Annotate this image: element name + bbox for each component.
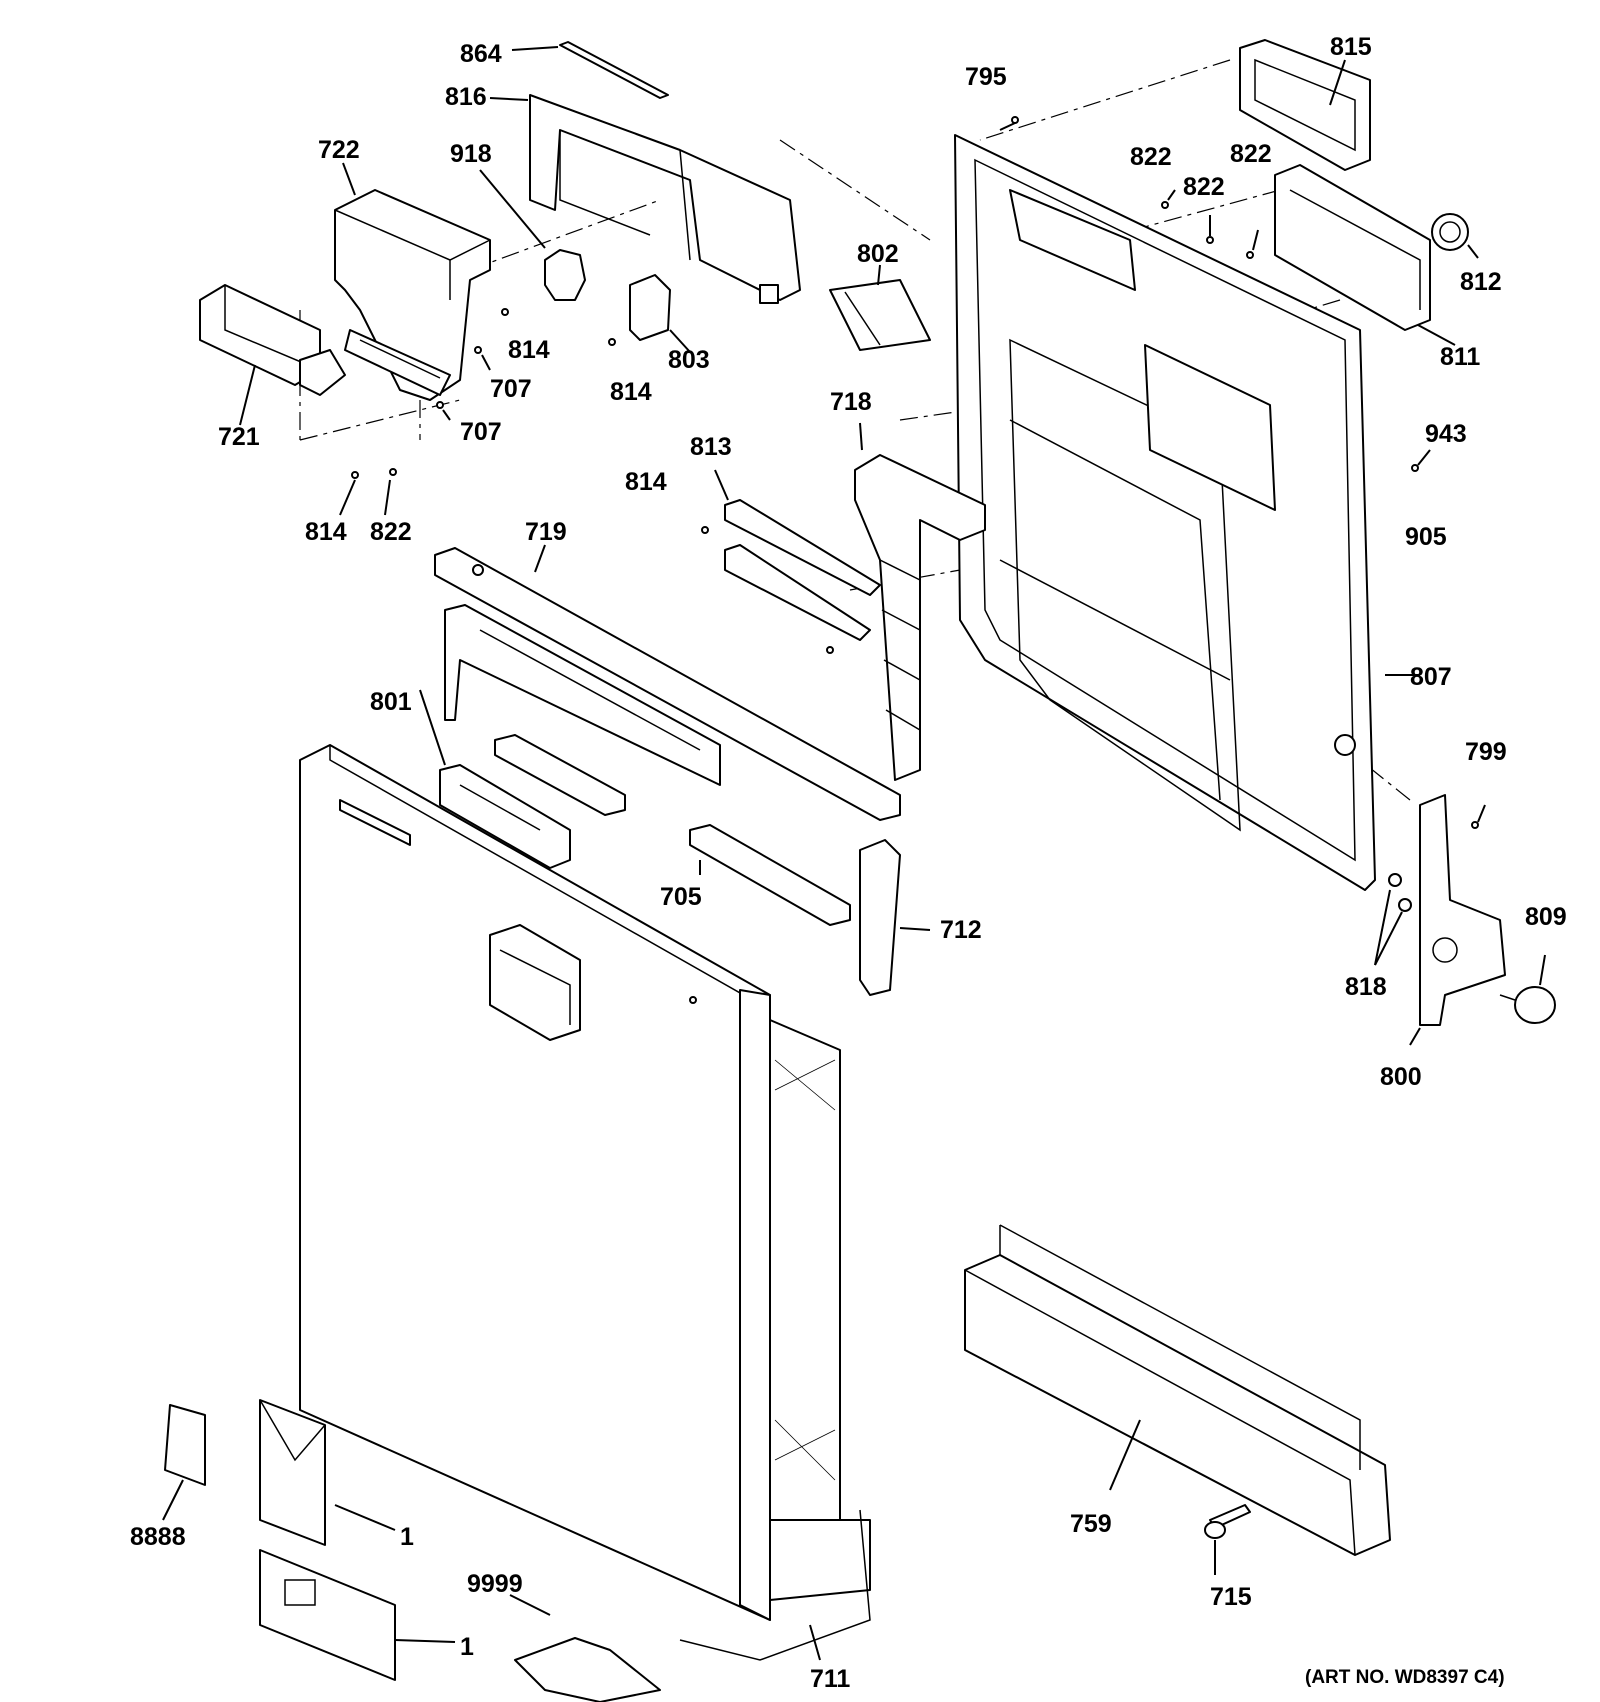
callout-943: 943 <box>1425 420 1467 448</box>
part-1-label <box>259 1549 456 1681</box>
callout-814-d: 814 <box>625 468 667 496</box>
callout-707-b: 707 <box>460 418 502 446</box>
callout-813: 813 <box>690 433 732 461</box>
part-711-insulation <box>679 1019 871 1661</box>
callout-8888: 8888 <box>130 1523 186 1551</box>
callout-799: 799 <box>1465 738 1507 766</box>
callout-822-c: 822 <box>1230 140 1272 168</box>
callout-802: 802 <box>857 240 899 268</box>
callout-812: 812 <box>1460 268 1502 296</box>
part-811-dispenser <box>1274 164 1456 346</box>
callout-803: 803 <box>668 346 710 374</box>
part-809-knob <box>1499 954 1556 1024</box>
part-801-display <box>419 689 626 869</box>
callout-1-b: 1 <box>460 1633 474 1661</box>
callout-822-a: 822 <box>370 518 412 546</box>
callout-918: 918 <box>450 140 492 168</box>
part-800-hinge <box>1409 794 1506 1046</box>
callout-9999: 9999 <box>467 1570 523 1598</box>
callout-721: 721 <box>218 423 260 451</box>
part-812-cap <box>1431 213 1479 259</box>
callout-759: 759 <box>1070 1510 1112 1538</box>
callout-822-d: 822 <box>1183 173 1225 201</box>
part-818-clips <box>1374 873 1412 966</box>
part-1-envelope <box>259 1399 396 1546</box>
callout-905: 905 <box>1405 523 1447 551</box>
callout-864: 864 <box>460 40 502 68</box>
part-815-vent <box>1239 39 1371 171</box>
callout-715: 715 <box>1210 1583 1252 1611</box>
callout-labels: 864 816 722 918 814 803 814 802 707 707 … <box>130 33 1567 1693</box>
part-803-switch <box>629 274 691 353</box>
part-807-inner-door <box>954 134 1420 891</box>
part-715-screw <box>1204 1504 1251 1575</box>
part-813-bracket <box>701 469 881 654</box>
callout-719: 719 <box>525 518 567 546</box>
part-918-switch <box>479 169 586 301</box>
part-705-board <box>689 824 851 926</box>
part-759-toe-kick <box>964 1224 1391 1556</box>
callout-809: 809 <box>1525 903 1567 931</box>
callout-718: 718 <box>830 388 872 416</box>
callout-816: 816 <box>445 83 487 111</box>
part-802-lens <box>829 264 931 351</box>
callout-1-a: 1 <box>400 1523 414 1551</box>
part-719-control-panel <box>434 544 901 821</box>
callout-815: 815 <box>1330 33 1372 61</box>
callout-807: 807 <box>1410 663 1452 691</box>
part-816-housing <box>489 94 801 304</box>
part-outer-door-panel <box>299 744 771 1621</box>
part-712-side-bracket <box>859 839 931 996</box>
part-8888-manual <box>162 1404 206 1521</box>
part-864-strip <box>511 41 669 99</box>
callout-795: 795 <box>965 63 1007 91</box>
callout-707-a: 707 <box>490 375 532 403</box>
callout-818: 818 <box>1345 973 1387 1001</box>
callout-711: 711 <box>810 1665 850 1693</box>
callout-705: 705 <box>660 883 702 911</box>
art-number: (ART NO. WD8397 C4) <box>1305 1667 1505 1688</box>
callout-712: 712 <box>940 916 982 944</box>
callout-800: 800 <box>1380 1063 1422 1091</box>
callout-801: 801 <box>370 688 412 716</box>
callout-814-b: 814 <box>610 378 652 406</box>
part-721-motor <box>199 284 346 426</box>
callout-822-b: 822 <box>1130 143 1172 171</box>
callout-814-c: 814 <box>305 518 347 546</box>
callout-722: 722 <box>318 136 360 164</box>
callout-811: 811 <box>1440 343 1480 371</box>
part-718-handle <box>854 422 986 781</box>
screws-right <box>999 116 1431 472</box>
part-722-module <box>334 162 491 401</box>
part-9999-pouch <box>509 1594 661 1702</box>
callout-814-a: 814 <box>508 336 550 364</box>
screws-top-left <box>339 308 616 516</box>
